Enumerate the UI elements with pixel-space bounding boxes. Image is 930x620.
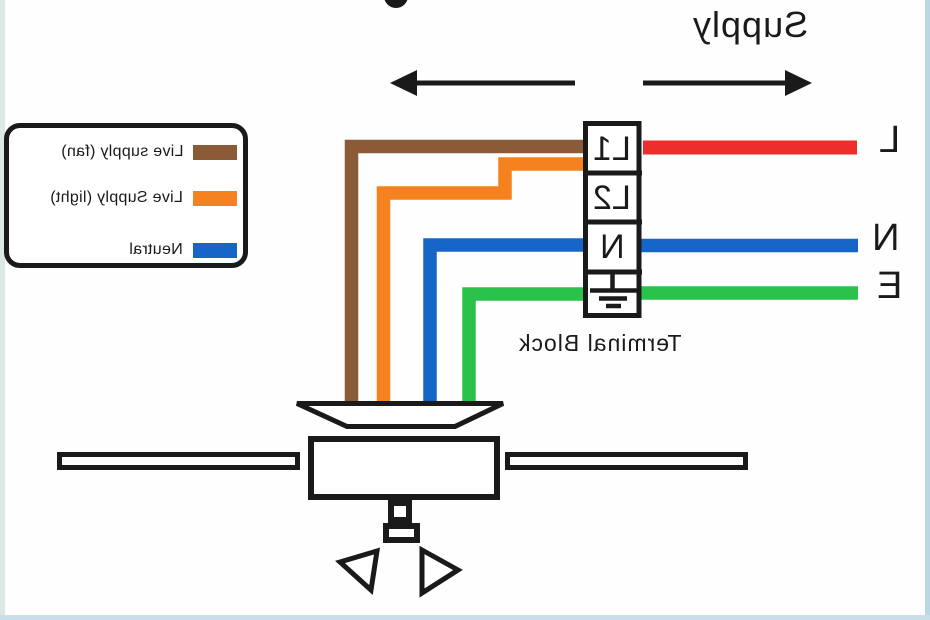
supply-terminal-l-text: L	[879, 119, 901, 161]
cropped-title-letter	[384, 0, 408, 8]
terminal-block-label-text: Terminal Block	[518, 330, 682, 356]
fan-canopy	[295, 401, 505, 429]
terminal-cell-l2: L2	[585, 175, 639, 221]
fan-downrod	[388, 500, 412, 523]
supply-label-text: Supply	[691, 4, 809, 45]
supply-terminal-l-label: L	[870, 119, 910, 161]
left-edge-strip	[0, 0, 5, 620]
light-beam-right-icon	[419, 545, 463, 598]
right-arrowhead-icon	[785, 70, 812, 96]
supply-right-arrow	[643, 70, 812, 96]
terminal-block	[583, 121, 642, 318]
legend-item-live-fan-label: Live supply (fan)	[60, 143, 184, 160]
fan-blade-left	[57, 452, 300, 470]
legend-item-live-light-label: Live Supply (light)	[50, 189, 183, 206]
terminal-cell-l1: L1	[585, 126, 639, 172]
bottom-edge-strip	[0, 615, 930, 620]
supply-left-arrow	[390, 70, 575, 96]
left-arrowhead-icon	[390, 70, 417, 96]
terminal-cell-n: N	[585, 224, 639, 270]
legend-swatch-brown	[193, 144, 237, 160]
supply-terminal-n-label: N	[866, 217, 906, 259]
terminal-cell-l2-text: L2	[593, 179, 631, 217]
wire-earth-left-green	[462, 287, 583, 401]
terminal-cell-n-text: N	[599, 228, 625, 266]
fan-light-fitting	[383, 523, 420, 543]
wire-live-light-orange	[376, 157, 583, 401]
legend-item-neutral: Neutral	[19, 239, 237, 261]
terminal-block-label: Terminal Block	[505, 330, 695, 357]
supply-label: Supply	[686, 4, 814, 46]
supply-terminal-e-label: E	[870, 265, 910, 307]
legend-swatch-orange	[193, 190, 237, 206]
legend-item-live-fan: Live supply (fan)	[19, 141, 237, 163]
legend-item-live-light: Live Supply (light)	[19, 187, 237, 209]
supply-terminal-n-text: N	[872, 217, 900, 259]
light-beam-left-icon	[335, 547, 381, 595]
right-edge-strip	[925, 0, 930, 620]
wire-live-fan-brown	[344, 139, 583, 401]
terminal-cell-l1-text: L1	[593, 130, 631, 168]
earth-ground-icon	[590, 274, 637, 309]
ceiling-fan	[57, 401, 748, 598]
fan-blade-right	[505, 452, 748, 470]
fan-motor-housing	[308, 436, 500, 500]
wire-neutral-left-blue	[423, 238, 583, 401]
legend-item-neutral-label: Neutral	[129, 241, 183, 258]
legend-swatch-blue	[193, 242, 237, 258]
supply-terminal-e-text: E	[877, 265, 903, 307]
legend: Live supply (fan) Live Supply (light) Ne…	[4, 123, 248, 268]
